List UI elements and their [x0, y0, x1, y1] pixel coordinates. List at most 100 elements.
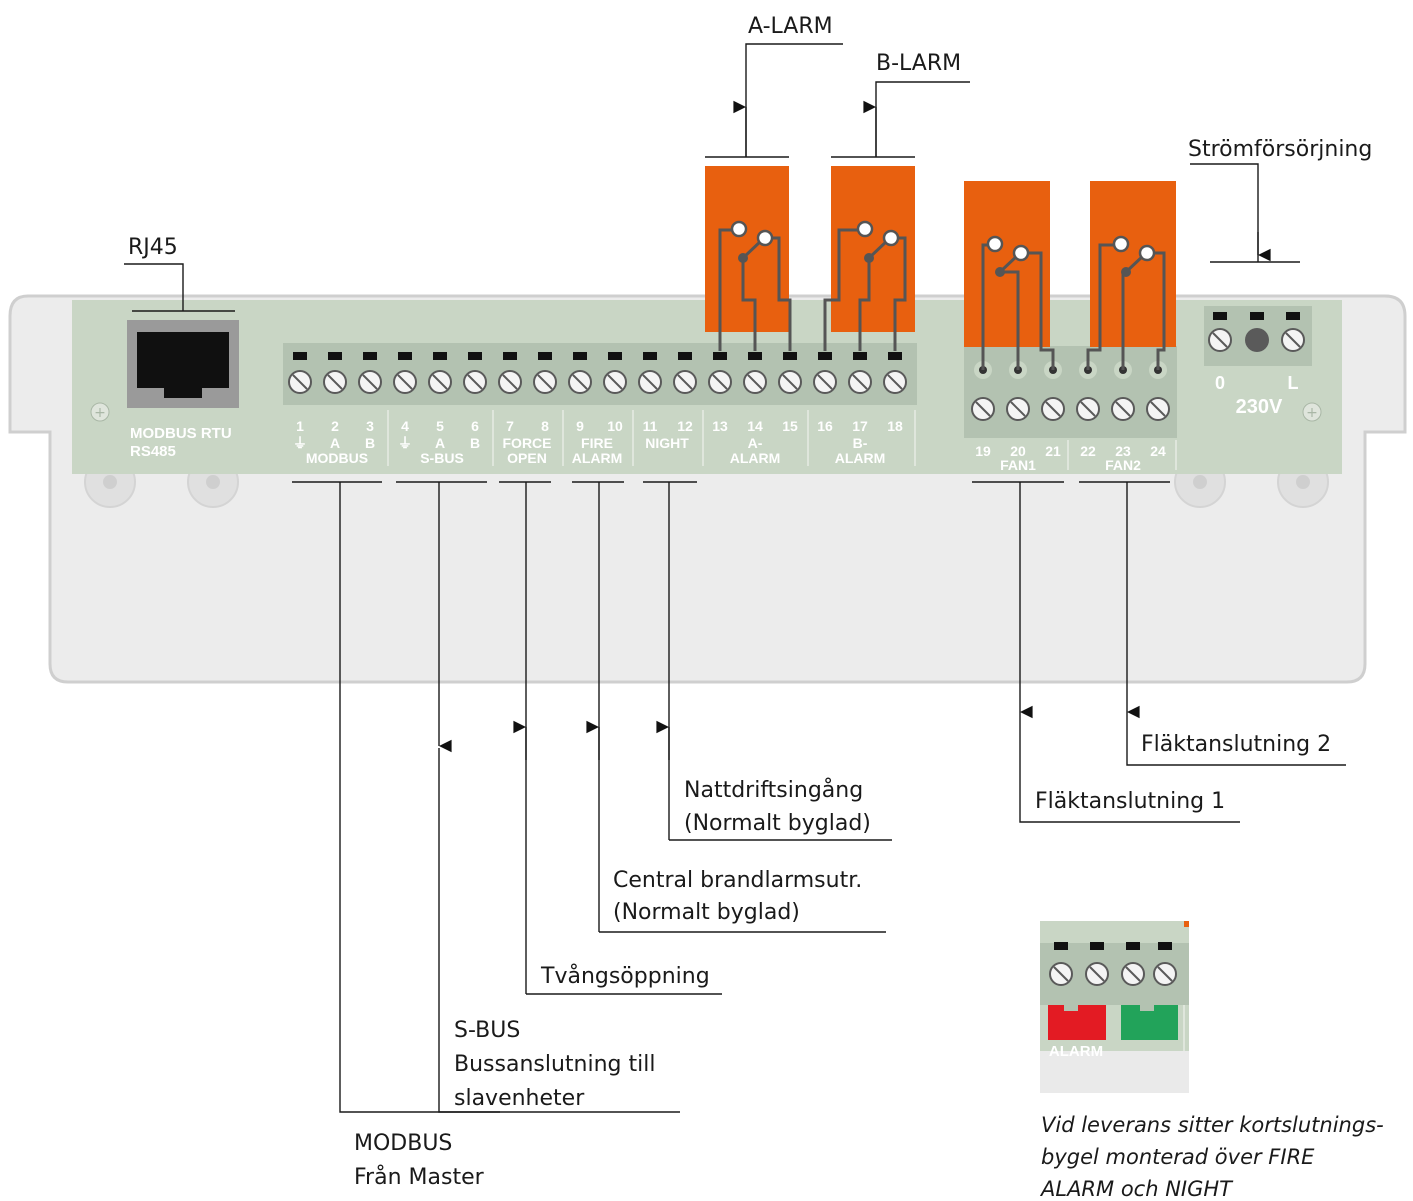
- callout-a-larm: [705, 43, 843, 158]
- svg-text:+: +: [1306, 405, 1318, 421]
- group-fire-alarm: ALARM: [572, 450, 623, 466]
- svg-text:17: 17: [852, 418, 868, 434]
- svg-text:⏚: ⏚: [293, 435, 307, 451]
- label-fan1: Fläktanslutning 1: [1035, 789, 1225, 814]
- svg-text:10: 10: [607, 418, 623, 434]
- terminal-group-separators: [387, 410, 1177, 470]
- svg-text:22: 22: [1080, 443, 1096, 459]
- svg-text:5: 5: [436, 418, 444, 434]
- svg-text:1: 1: [296, 418, 304, 434]
- callout-night: [643, 481, 892, 841]
- power-pins: [1213, 312, 1300, 320]
- svg-text:FIRE: FIRE: [581, 435, 613, 451]
- rs485-label: RS485: [130, 443, 176, 460]
- note-line1: Vid leverans sitter kortslutnings-: [1041, 1113, 1384, 1137]
- svg-text:NIGHT: NIGHT: [645, 435, 689, 451]
- callout-rj45: [124, 263, 235, 312]
- label-modbus-line2: Från Master: [354, 1164, 485, 1190]
- relay-fan2-contacts: [1112, 235, 1156, 277]
- terminal-group-labels: MODBUS S-BUS OPEN ALARM ALARM ALARM: [306, 450, 885, 466]
- label-sbus-line1: S-BUS: [454, 1018, 520, 1043]
- modbus-rtu-label: MODBUS RTU: [130, 425, 232, 442]
- svg-text:23: 23: [1115, 443, 1131, 459]
- svg-text:2: 2: [331, 418, 339, 434]
- svg-text:21: 21: [1045, 443, 1061, 459]
- group-force-open: OPEN: [507, 450, 547, 466]
- svg-text:FORCE: FORCE: [503, 435, 552, 451]
- callout-fire-alarm: [572, 481, 886, 933]
- power-zero-label: 0: [1215, 373, 1225, 393]
- svg-text:18: 18: [887, 418, 903, 434]
- relay-b-larm: [831, 166, 915, 332]
- label-power: Strömförsörjning: [1188, 137, 1372, 162]
- label-night-line1: Nattdriftsingång: [684, 777, 863, 803]
- power-screws[interactable]: [1208, 328, 1305, 352]
- power-l-label: L: [1288, 373, 1299, 393]
- callout-power: [1190, 163, 1300, 263]
- svg-text:16: 16: [817, 418, 833, 434]
- group-a-alarm: ALARM: [730, 450, 781, 466]
- label-fire-line2: (Normalt byglad): [613, 900, 800, 925]
- terminal-block-fan: [964, 346, 1177, 438]
- svg-text:+: +: [94, 405, 106, 421]
- svg-text:24: 24: [1150, 443, 1166, 459]
- relay-a-contacts: [730, 220, 774, 263]
- svg-text:12: 12: [677, 418, 693, 434]
- svg-text:13: 13: [712, 418, 728, 434]
- svg-text:A-: A-: [748, 435, 763, 451]
- callout-fan1: [972, 481, 1240, 823]
- svg-text:⏚: ⏚: [398, 435, 412, 451]
- pcb-screw-icons: + +: [90, 402, 1322, 422]
- relay-fan1-contacts: [986, 235, 1030, 277]
- fan-terminal-numbers: 19 20 21 22 23 24: [975, 443, 1166, 459]
- power-voltage-label: 230V: [1236, 396, 1283, 418]
- callout-sbus: [396, 481, 680, 1113]
- svg-text:4: 4: [401, 418, 409, 434]
- svg-text:A: A: [330, 435, 340, 451]
- svg-text:B-: B-: [853, 435, 868, 451]
- group-b-alarm: ALARM: [835, 450, 886, 466]
- label-a-larm: A-LARM: [748, 14, 833, 39]
- inset-alarm-label: ALARM: [1049, 1043, 1103, 1060]
- label-modbus-line1: MODBUS: [354, 1131, 452, 1156]
- svg-text:B: B: [365, 435, 375, 451]
- svg-text:B: B: [470, 435, 480, 451]
- group-modbus: MODBUS: [306, 450, 368, 466]
- relay-b-contacts: [856, 220, 900, 263]
- svg-text:15: 15: [782, 418, 798, 434]
- label-night-line2: (Normalt byglad): [684, 811, 871, 836]
- rj45-port[interactable]: [127, 320, 239, 408]
- svg-text:8: 8: [541, 418, 549, 434]
- svg-text:11: 11: [643, 418, 658, 434]
- callout-fan2: [1079, 481, 1346, 766]
- terminal-sub-labels: ⏚ A B ⏚ A B FORCE FIRE NIGHT A- B-: [293, 435, 868, 451]
- label-fan2: Fläktanslutning 2: [1141, 732, 1331, 757]
- group-fan1: FAN1: [1000, 457, 1036, 473]
- relay-a-larm: [705, 166, 789, 332]
- svg-text:7: 7: [506, 418, 514, 434]
- jumper-inset: ALARM: [1040, 921, 1189, 1093]
- svg-text:9: 9: [576, 418, 584, 434]
- svg-text:A: A: [435, 435, 445, 451]
- relay-b-wiring: [823, 228, 907, 351]
- callout-b-larm: [831, 81, 970, 158]
- group-sbus: S-BUS: [420, 450, 464, 466]
- svg-text:20: 20: [1010, 443, 1026, 459]
- label-fire-line1: Central brandlarmsutr.: [613, 868, 862, 893]
- note-line3: ALARM och NIGHT: [1039, 1177, 1234, 1201]
- terminal-block-main: [283, 343, 917, 405]
- terminal-numbers: 1 2 3 4 5 6 7 8 9 10 11 12 13 14 15 16 1…: [296, 418, 903, 434]
- callout-force-open: [499, 481, 722, 995]
- label-sbus-line2: Bussanslutning till: [454, 1052, 655, 1077]
- label-rj45: RJ45: [128, 235, 178, 260]
- label-sbus-line3: slavenheter: [454, 1086, 585, 1111]
- svg-text:6: 6: [471, 418, 479, 434]
- note-line2: bygel monterad över FIRE: [1041, 1145, 1315, 1169]
- svg-text:3: 3: [366, 418, 374, 434]
- label-b-larm: B-LARM: [876, 51, 961, 76]
- svg-text:19: 19: [975, 443, 991, 459]
- svg-text:14: 14: [747, 418, 763, 434]
- label-force-open: Tvångsöppning: [540, 963, 710, 989]
